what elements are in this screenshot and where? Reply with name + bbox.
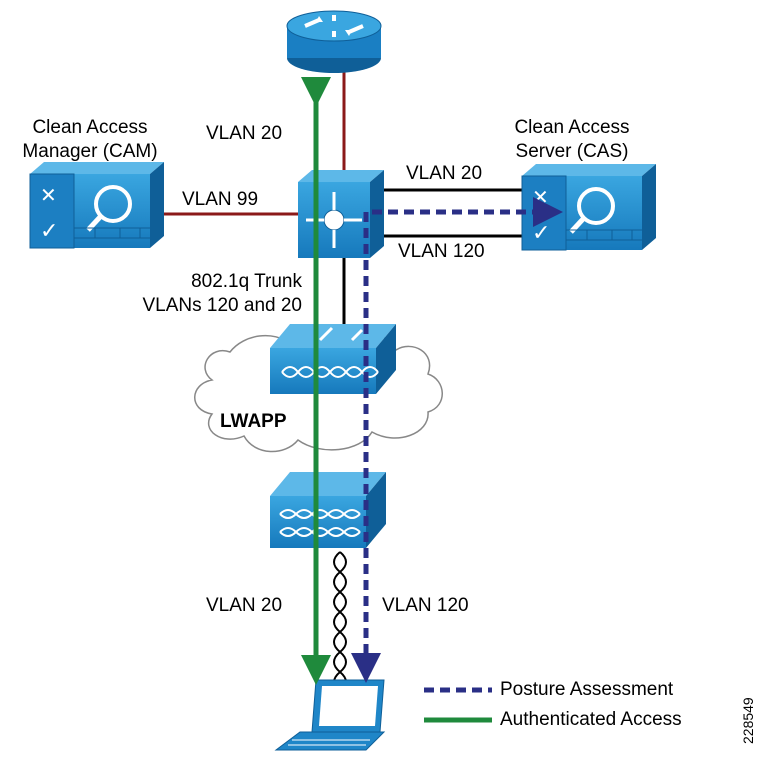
svg-text:✓: ✓ (40, 219, 58, 244)
vlan99-label: VLAN 99 (182, 189, 259, 210)
cam-label: Clean Access Manager (CAM) (10, 116, 170, 164)
cas-label: Clean Access Server (CAS) (492, 116, 652, 164)
cas-appliance-icon: ✕ ✓ (521, 164, 656, 251)
cloud-label: LWAPP (220, 411, 287, 432)
trunk-label-line1: 802.1q Trunk (191, 271, 302, 292)
vlan20-cas-label: VLAN 20 (406, 163, 483, 184)
cam-label-line2: Manager (CAM) (22, 141, 158, 162)
cam-appliance-icon: ✕ ✓ (29, 162, 164, 249)
legend-authenticated-label: Authenticated Access (500, 709, 682, 730)
svg-text:✕: ✕ (40, 183, 57, 207)
vlan120-cas-label: VLAN 120 (398, 241, 485, 262)
cas-label-line1: Clean Access (514, 117, 630, 138)
svg-text:✓: ✓ (532, 221, 550, 246)
vlan120-bottom-label: VLAN 120 (382, 595, 469, 616)
trunk-label-line2: VLANs 120 and 20 (142, 295, 302, 316)
wlan-controller-icon (270, 324, 396, 394)
cas-label-line2: Server (CAS) (515, 141, 629, 162)
legend-posture-label: Posture Assessment (500, 679, 674, 700)
lwapp-access-point-icon (270, 472, 386, 548)
svg-text:✕: ✕ (532, 185, 549, 209)
laptop-icon (274, 679, 386, 751)
vlan20-top-label: VLAN 20 (206, 123, 283, 144)
vlan20-bottom-label: VLAN 20 (206, 595, 283, 616)
cam-label-line1: Clean Access (32, 117, 148, 138)
multilayer-switch-icon (298, 170, 384, 258)
wireless-link (333, 551, 347, 693)
figure-id: 228549 (740, 697, 756, 744)
trunk-label: 802.1q Trunk VLANs 120 and 20 (120, 270, 302, 318)
router-icon (286, 10, 382, 73)
